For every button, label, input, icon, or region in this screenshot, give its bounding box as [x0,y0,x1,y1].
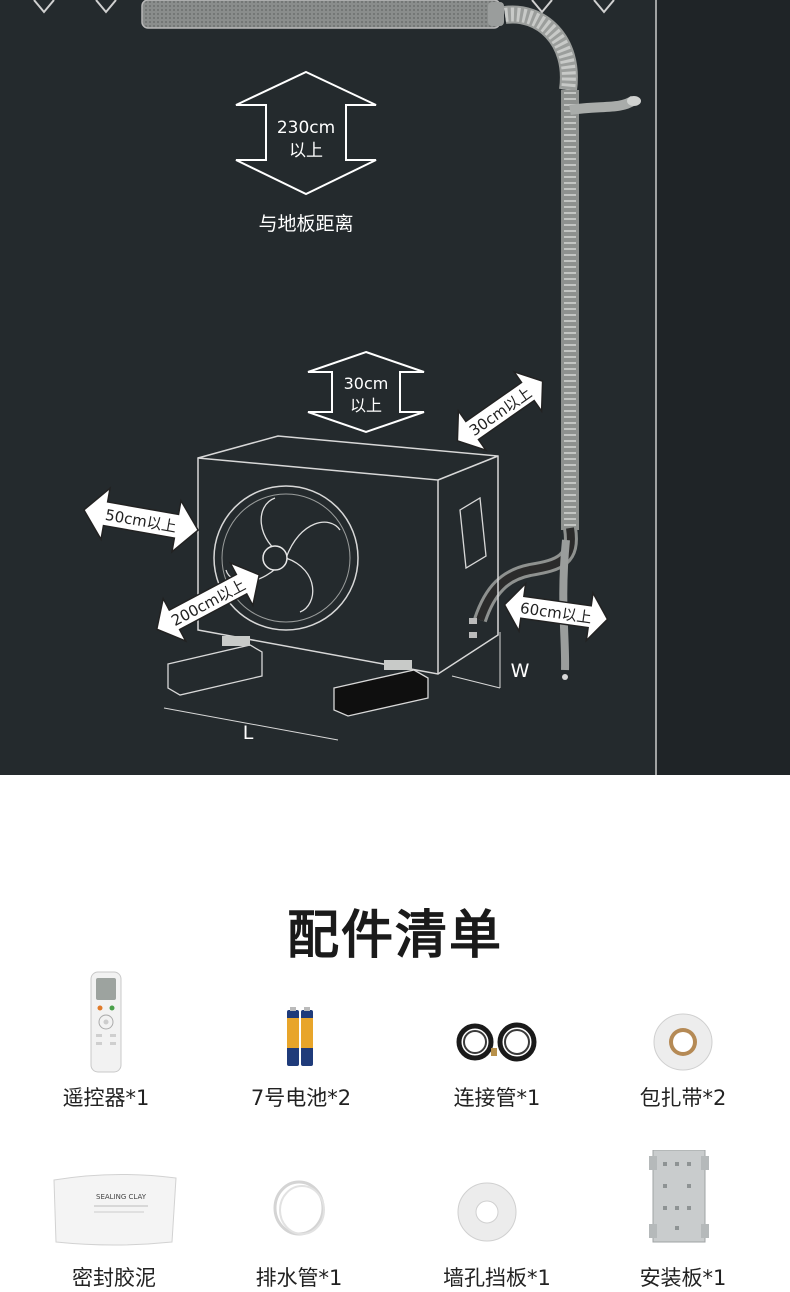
width-label: W [511,660,530,682]
sealing-clay-icon: SEALING CLAY [24,1150,204,1260]
mounting-plate-icon [593,1149,773,1260]
wrapping-tape-icon [593,970,773,1080]
accessory-battery-label: 7号电池*2 [250,1086,352,1110]
accessory-pipe: 连接管*1 [407,970,587,1112]
accessory-clay: SEALING CLAY 密封胶泥 [24,1150,204,1292]
accessory-tape: 包扎带*2 [593,970,773,1112]
accessory-plate: 安装板*1 [593,1149,773,1292]
accessory-pipe-label: 连接管*1 [453,1086,541,1110]
indoor-clearance-value: 230cm [277,118,335,138]
accessories-section: 配件清单 遥控器*1 7号 [0,775,790,1290]
battery-icon [211,970,391,1080]
accessory-drain-label: 排水管*1 [255,1266,343,1290]
top-edge-arrows [33,0,615,14]
outdoor-unit [197,435,499,675]
installation-diagram-svg: 230cm 以上 与地板距离 W L 30cm [33,0,790,775]
refrigerant-piping [473,5,641,680]
drain-pipe-icon [209,1150,389,1260]
side-wall [657,0,790,775]
accessories-title: 配件清单 [286,906,503,966]
remote-control-icon [16,970,196,1080]
outdoor-unit-base: W L [163,632,530,744]
accessory-clay-label: 密封胶泥 [72,1266,156,1290]
front-clearance-label: 200cm以上 [168,576,248,630]
accessory-remote-label: 遥控器*1 [62,1086,150,1110]
indoor-clearance-suffix: 以上 [289,141,323,161]
accessory-cover: 墙孔挡板*1 [407,1150,587,1292]
accessory-drain: 排水管*1 [209,1150,389,1292]
accessory-plate-label: 安装板*1 [639,1266,727,1290]
installation-diagram: 230cm 以上 与地板距离 W L 30cm [0,0,790,775]
indoor-height-arrow: 230cm 以上 与地板距离 [235,70,377,235]
back-clearance-arrow: 30cm以上 [456,370,544,452]
front-clearance-arrow: 200cm以上 [155,561,261,643]
clay-pack-text: SEALING CLAY [96,1193,147,1201]
indoor-clearance-caption: 与地板距离 [258,213,353,235]
accessory-tape-label: 包扎带*2 [639,1086,727,1110]
accessory-remote: 遥控器*1 [16,970,196,1112]
right-clearance-arrow: 60cm以上 [503,581,609,643]
top-clearance-arrow: 30cm 以上 [307,350,425,434]
back-clearance-label: 30cm以上 [466,384,535,440]
top-clearance-value: 30cm [344,374,389,393]
indoor-unit [141,0,504,29]
accessory-cover-label: 墙孔挡板*1 [443,1266,551,1290]
length-label: L [243,722,254,744]
top-clearance-suffix: 以上 [350,396,382,415]
connection-pipe-icon [407,970,587,1080]
accessory-battery: 7号电池*2 [211,970,391,1112]
left-clearance-arrow: 50cm以上 [82,486,200,554]
wall-hole-cover-icon [407,1150,587,1260]
